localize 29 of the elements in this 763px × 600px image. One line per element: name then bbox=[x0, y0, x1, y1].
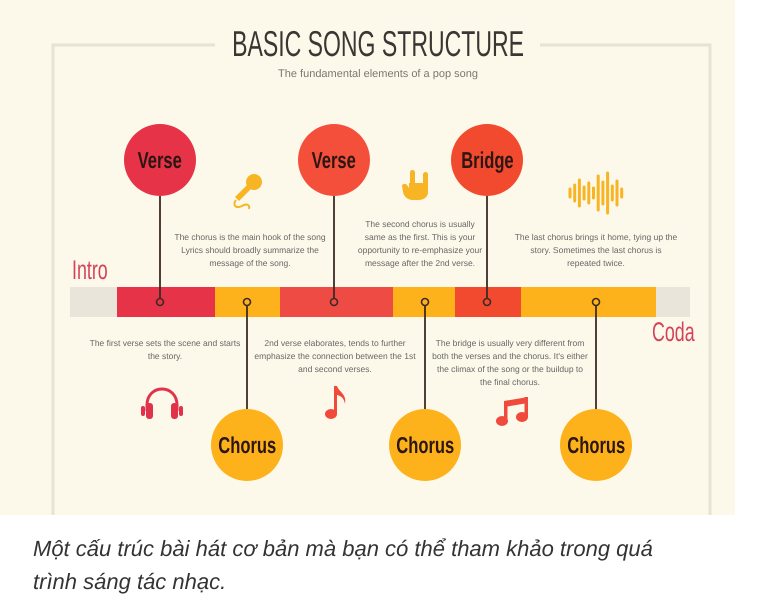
leader-line bbox=[156, 196, 164, 306]
section-name: Chorus bbox=[218, 432, 276, 458]
caption: Một cấu trúc bài hát cơ bản mà bạn có thể tham khảo trong quá trình sáng tác nhạc. bbox=[33, 535, 654, 596]
leader-line bbox=[592, 298, 600, 409]
description-text: The last chorus brings it home, tying up the story. Sometimes the last chorus is repeated twice. bbox=[514, 231, 678, 270]
description-text: The second chorus is usually same as the first. This is your opportunity to re-emphasize your message after the 2nd verse. bbox=[356, 218, 484, 270]
timeline-segment bbox=[215, 287, 280, 317]
timeline-segment bbox=[280, 287, 393, 317]
leader-line bbox=[482, 196, 492, 306]
section-label: Intro bbox=[72, 256, 108, 284]
title: BASIC SONG STRUCTURE bbox=[232, 25, 524, 63]
description-text: 2nd verse elaborates, tends to further emphasize the connection between the 1st and second verses. bbox=[253, 337, 417, 376]
section-name: Bridge bbox=[460, 147, 514, 173]
description-text: The bridge is usually very different from both the verses and the chorus. It's either the climax of the song or the buildup to the final chorus. bbox=[431, 337, 589, 389]
leader-line bbox=[420, 298, 430, 409]
timeline-segment bbox=[117, 287, 215, 317]
description-text: The chorus is the main hook of the song Lyrics should broadly summarize the message of the song. bbox=[173, 231, 327, 270]
section-name: Chorus bbox=[567, 432, 625, 458]
leader-line bbox=[242, 298, 252, 409]
leader-line bbox=[330, 196, 338, 306]
description-text: The first verse sets the scene and starts the story. bbox=[89, 337, 241, 363]
section-name: Verse bbox=[312, 147, 356, 173]
timeline-segment bbox=[521, 287, 656, 317]
section-name: Verse bbox=[138, 147, 182, 173]
section-name: Chorus bbox=[396, 432, 454, 458]
timeline-segment bbox=[455, 287, 521, 317]
section-label: Coda bbox=[652, 318, 695, 346]
subtitle: The fundamental elements of a pop song bbox=[277, 67, 479, 81]
timeline-segment bbox=[393, 287, 455, 317]
